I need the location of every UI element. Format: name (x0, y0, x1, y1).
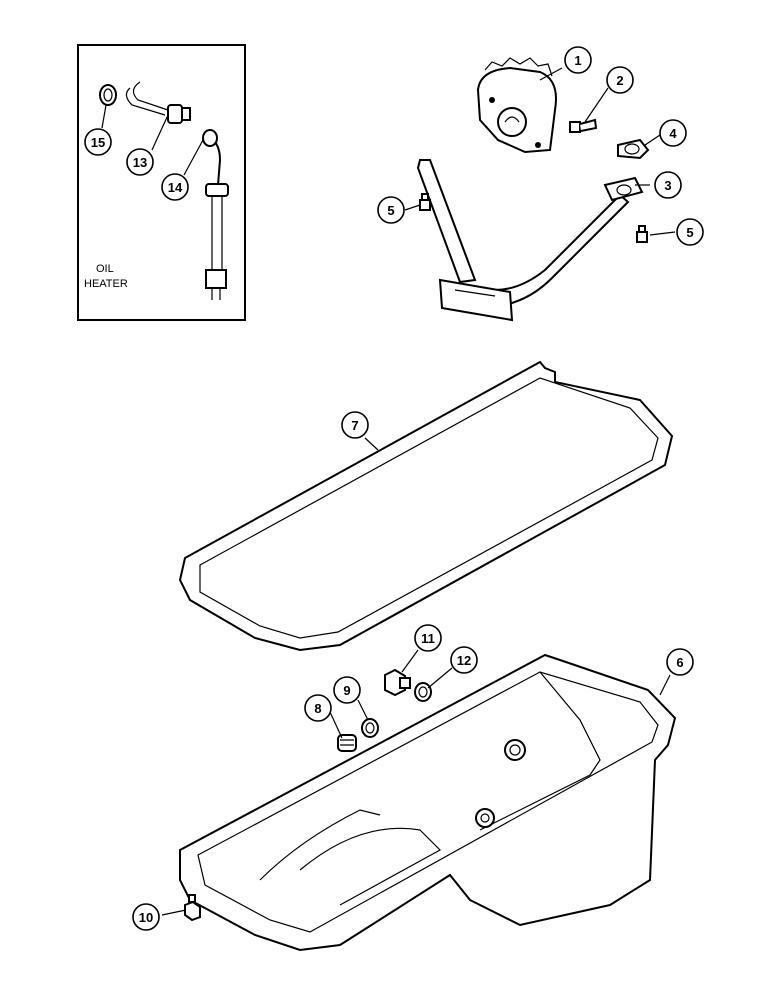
callout-14: 14 (161, 173, 189, 201)
svg-text:8: 8 (314, 701, 321, 716)
svg-text:9: 9 (343, 683, 350, 698)
pan-gasket-7 (178, 360, 674, 652)
svg-text:15: 15 (91, 135, 105, 150)
callout-2: 2 (606, 66, 634, 94)
heater-element-13 (125, 81, 191, 124)
washer-12 (414, 682, 432, 702)
inset-label-line1: OIL (96, 263, 114, 275)
callout-13: 13 (126, 148, 154, 176)
callout-5-right: 5 (676, 218, 704, 246)
callout-7: 7 (341, 411, 369, 439)
oil-pump-1 (476, 57, 557, 154)
washer-15 (99, 84, 117, 106)
drain-plug-10 (184, 894, 201, 922)
callout-10: 10 (132, 903, 160, 931)
callout-11: 11 (414, 624, 442, 652)
svg-text:3: 3 (664, 178, 671, 193)
leader-lines (101, 67, 676, 916)
callout-1: 1 (564, 46, 592, 74)
callout-8: 8 (304, 694, 332, 722)
svg-text:1: 1 (574, 53, 581, 68)
svg-text:13: 13 (133, 155, 147, 170)
svg-text:4: 4 (669, 126, 677, 141)
svg-text:7: 7 (351, 418, 358, 433)
oil-pan-6 (179, 653, 677, 952)
callout-4: 4 (659, 119, 687, 147)
plug-11 (384, 668, 411, 697)
svg-text:6: 6 (676, 655, 683, 670)
bolt-5-right (636, 225, 648, 243)
svg-text:2: 2 (616, 73, 623, 88)
bolt-5-left (419, 193, 431, 211)
callout-3: 3 (654, 171, 682, 199)
svg-text:5: 5 (686, 225, 693, 240)
oil-heater-inset: OIL HEATER (77, 44, 246, 321)
bolt-2 (569, 118, 598, 133)
washer-9 (361, 718, 379, 738)
svg-text:5: 5 (387, 203, 394, 218)
heater-cord-14 (202, 129, 229, 300)
callout-5-left: 5 (377, 196, 405, 224)
callout-15: 15 (84, 128, 112, 156)
gasket-4 (617, 138, 650, 160)
callout-9: 9 (333, 676, 361, 704)
svg-text:14: 14 (168, 180, 183, 195)
pickup-tube-3 (416, 159, 644, 322)
plug-8 (337, 734, 357, 752)
svg-text:10: 10 (139, 910, 153, 925)
callout-12: 12 (450, 646, 478, 674)
svg-text:11: 11 (421, 631, 435, 646)
inset-label-line2: HEATER (84, 278, 128, 290)
callout-6: 6 (666, 648, 694, 676)
svg-text:12: 12 (457, 653, 471, 668)
